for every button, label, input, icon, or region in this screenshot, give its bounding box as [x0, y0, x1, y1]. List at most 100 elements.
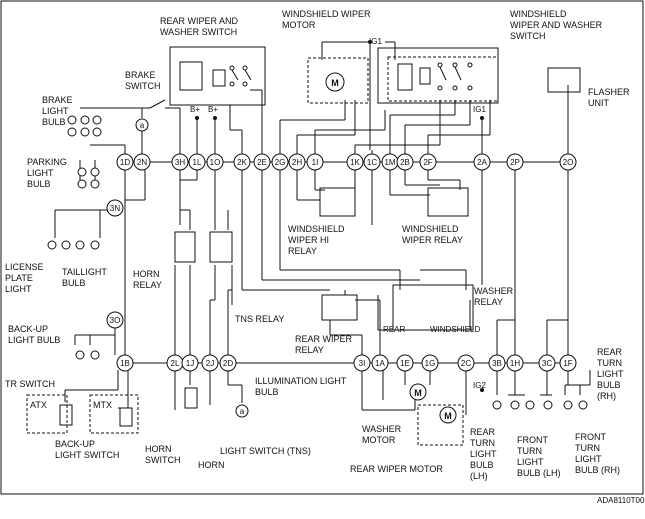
- connector-upper-1d: [116, 153, 134, 171]
- connector-lower-2d: [219, 354, 237, 372]
- flasher-unit-label: FLASHER UNIT: [588, 87, 632, 108]
- rear-wiper-motor-icon: [439, 406, 457, 424]
- connector-upper-1c: [363, 153, 381, 171]
- b-plus-label-2: B+: [208, 105, 218, 114]
- connector-upper-1l: [188, 153, 206, 171]
- connector-upper-2a: [473, 153, 491, 171]
- labels: REAR WIPER AND WASHER SWITCH WINDSHIELD …: [5, 9, 645, 505]
- rear-wiper-switch-element: [179, 61, 203, 91]
- b-plus-label-1: B+: [190, 105, 200, 114]
- connector-label-1b: 1B: [120, 359, 130, 368]
- connector-label-2f: 2F: [423, 158, 432, 167]
- windshield-wiper-relay-box: [427, 187, 469, 217]
- connector-label-1f: 1F: [563, 359, 572, 368]
- connector-label-2o: 2O: [563, 158, 574, 167]
- connector-label-1d: 1D: [120, 158, 130, 167]
- connector-label-1m: 1M: [384, 158, 395, 167]
- tns-relay-label: TNS RELAY: [235, 314, 284, 324]
- connector-label-3o: 3O: [110, 316, 121, 325]
- connector-label-1a: 1A: [375, 359, 385, 368]
- connector-label-1e: 1E: [400, 359, 410, 368]
- figure-code: ADA8110T002: [597, 496, 645, 505]
- horn-switch-label: HORN SWITCH: [145, 444, 181, 465]
- washer-motor-label: WASHER MOTOR: [362, 424, 404, 445]
- connector-lower-1h: [506, 354, 524, 372]
- connector-label-2c: 2C: [461, 359, 471, 368]
- connector-label-2j: 2J: [206, 359, 214, 368]
- connector-label-2l: 2L: [171, 359, 180, 368]
- connector-mid-3n: [106, 199, 124, 217]
- connector-upper-2k: [233, 153, 251, 171]
- connector-label-1h: 1H: [510, 359, 520, 368]
- svg-text:M: M: [444, 411, 452, 421]
- back-up-light-bulb-label: BACK-UP LIGHT BULB: [8, 324, 60, 345]
- connector-upper-2p: [506, 153, 524, 171]
- connector-label-1i: 1I: [312, 158, 319, 167]
- windshield-wiper-motor-label: WINDSHIELD WIPER MOTOR: [282, 9, 373, 30]
- connector-label-2h: 2H: [292, 158, 302, 167]
- rear-wiper-washer-switch-box: [169, 46, 266, 106]
- washer-relay-rear-label: REAR: [383, 325, 405, 334]
- junction-a-upper: [135, 118, 149, 132]
- junction-a-lower: [235, 404, 249, 418]
- connector-lower-2c: [457, 354, 475, 372]
- svg-text:M: M: [331, 78, 339, 88]
- light-switch-tns-label: LIGHT SWITCH (TNS): [220, 446, 311, 456]
- svg-text:a: a: [240, 407, 245, 416]
- tr-switch-label: TR SWITCH: [5, 379, 55, 389]
- connector-label-3n: 3N: [110, 204, 120, 213]
- svg-text:a: a: [140, 121, 145, 130]
- connector-lower-3c: [538, 354, 556, 372]
- connector-upper-2o: [559, 153, 577, 171]
- horn-relay-box: [174, 231, 196, 263]
- license-plate-light-label: LICENSE PLATE LIGHT: [5, 262, 46, 294]
- rear-turn-light-bulb-lh-label: REAR TURN LIGHT BULB (LH): [470, 427, 499, 481]
- windshield-wiper-motor-box: [307, 57, 369, 104]
- rear-wiper-motor-label: REAR WIPER MOTOR: [350, 464, 443, 474]
- brake-switch-label: BRAKE SWITCH: [125, 70, 161, 91]
- svg-text:M: M: [414, 388, 422, 398]
- ig1-label-top: IG1: [369, 37, 382, 46]
- connector-label-1l: 1L: [193, 158, 202, 167]
- windshield-wiper-washer-switch-label: WINDSHIELD WIPER AND WASHER SWITCH: [510, 9, 605, 41]
- back-up-light-switch-label: BACK-UP LIGHT SWITCH: [55, 439, 119, 460]
- connector-label-2d: 2D: [223, 359, 233, 368]
- connector-upper-1o: [206, 153, 224, 171]
- washer-motor-icon: [409, 383, 427, 401]
- components: M M M: [26, 40, 588, 446]
- taillight-bulb-label: TAILLIGHT BULB: [62, 267, 109, 288]
- connector-label-2b: 2B: [400, 158, 410, 167]
- rear-wiper-washer-switch-label: REAR WIPER AND WASHER SWITCH: [160, 16, 241, 37]
- connector-label-2g: 2G: [275, 158, 286, 167]
- connector-label-1j: 1J: [186, 359, 194, 368]
- connector-lower-1a: [371, 354, 389, 372]
- tns-relay-box: [209, 231, 233, 263]
- connector-lower-1j: [181, 354, 199, 372]
- connector-label-1g: 1G: [425, 359, 436, 368]
- diagram-frame: [0, 0, 644, 495]
- ig1-label-mid: IG1: [473, 105, 486, 114]
- washer-relay-label: WASHER RELAY: [474, 286, 516, 307]
- connector-label-1c: 1C: [367, 158, 377, 167]
- connector-upper-2b: [396, 153, 414, 171]
- connector-label-2e: 2E: [257, 158, 267, 167]
- rear-wiper-motor-box: [417, 404, 464, 446]
- connector-lower-2j: [201, 354, 219, 372]
- connector-label-2k: 2K: [237, 158, 247, 167]
- connector-lower-1e: [396, 354, 414, 372]
- connector-lower-1b: [116, 354, 134, 372]
- windshield-wiper-motor-icon: [325, 72, 345, 92]
- brake-light-bulb-label: BRAKE LIGHT BULB: [42, 95, 75, 127]
- connector-lower-1f: [559, 354, 577, 372]
- windshield-wiper-washer-switch-box: [377, 47, 499, 104]
- connector-lower-1g: [421, 354, 439, 372]
- connector-lower-3b: [488, 354, 506, 372]
- rear-turn-light-bulb-rh-label: REAR TURN LIGHT BULB (RH): [597, 347, 626, 401]
- horn-icon: [184, 387, 198, 409]
- connector-mid-3o: [106, 311, 124, 329]
- front-turn-light-bulb-rh-label: FRONT TURN LIGHT BULB (RH): [575, 432, 620, 475]
- connector-row-mid: 3N 3O: [106, 199, 124, 329]
